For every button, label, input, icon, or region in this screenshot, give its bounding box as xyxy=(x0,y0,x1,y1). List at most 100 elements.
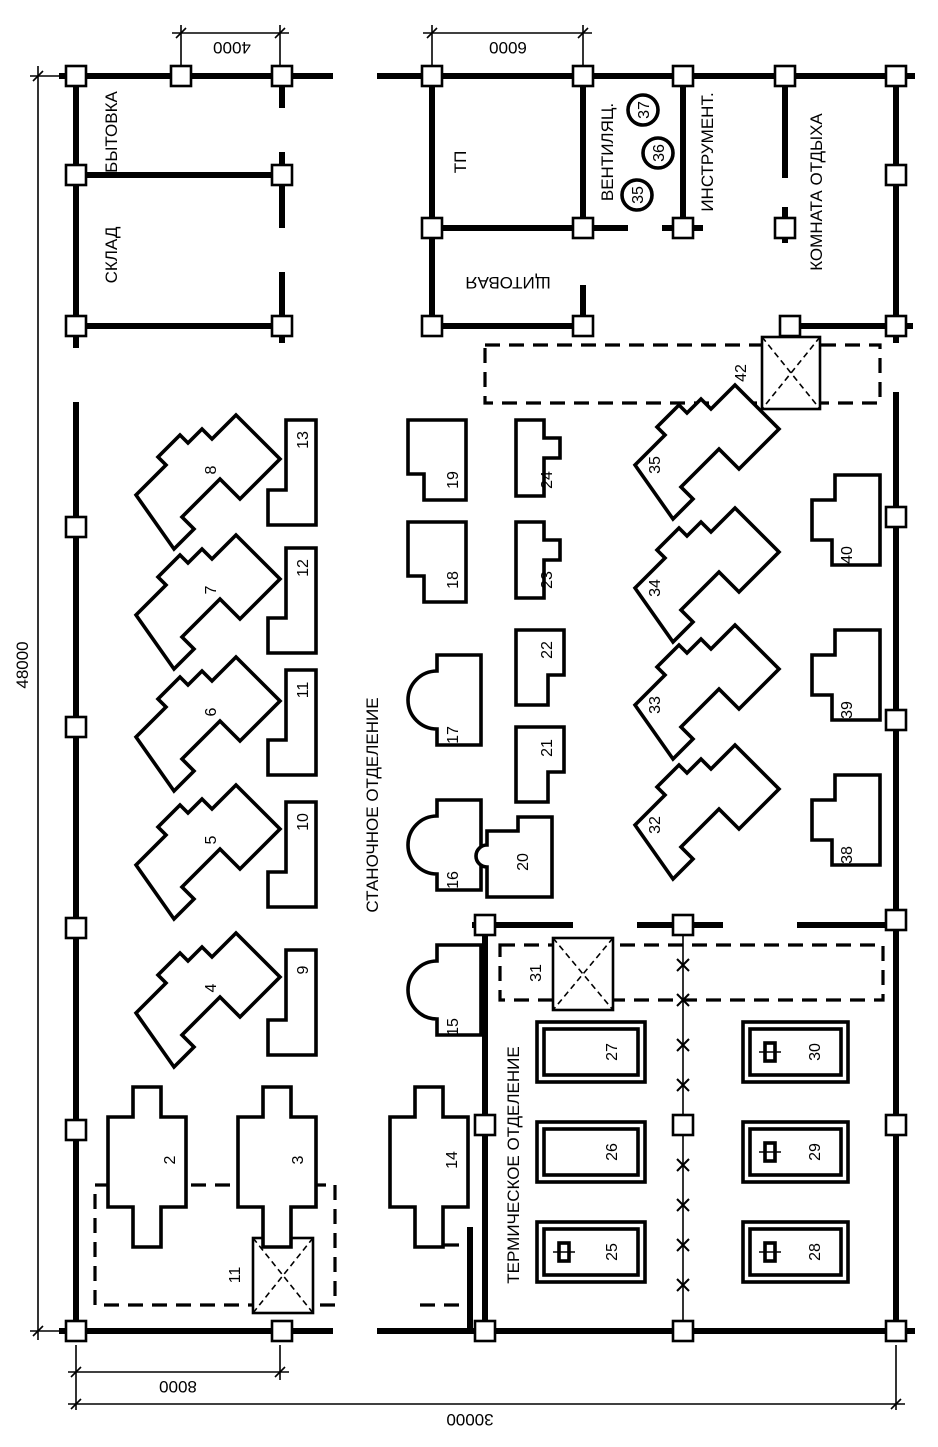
furnace-26 xyxy=(535,1120,647,1184)
label-shchitovaya: ЩИТОВАЯ xyxy=(465,273,550,292)
column xyxy=(884,163,908,187)
machine-18 xyxy=(406,520,468,604)
equipment-label-14: 14 xyxy=(444,1151,461,1169)
crane-42: 42 xyxy=(733,335,822,411)
equipment-label-25: 25 xyxy=(604,1243,621,1261)
machine-40 xyxy=(810,628,882,722)
equipment-label-30: 30 xyxy=(807,1043,824,1061)
column xyxy=(884,1113,908,1137)
machine-33 xyxy=(632,622,782,762)
column xyxy=(884,708,908,732)
column xyxy=(420,64,444,88)
machine-39 xyxy=(810,773,882,867)
label-stanochnoe: СТАНОЧНОЕ ОТДЕЛЕНИЕ xyxy=(363,697,382,912)
column xyxy=(473,1113,497,1137)
equipment-label-38: 38 xyxy=(839,846,856,864)
column xyxy=(64,314,88,338)
label-termicheskoe: ТЕРМИЧЕСКОЕ ОТДЕЛЕНИЕ xyxy=(504,1046,523,1283)
equipment-label-6: 6 xyxy=(203,707,220,716)
crane-31: 31 xyxy=(528,936,615,1012)
column xyxy=(64,163,88,187)
column xyxy=(64,1319,88,1343)
column xyxy=(671,216,695,240)
column xyxy=(64,515,88,539)
column xyxy=(270,64,294,88)
column xyxy=(64,715,88,739)
column xyxy=(773,216,797,240)
equipment-label-10: 10 xyxy=(295,813,312,831)
equipment-label-33: 33 xyxy=(647,696,664,714)
building-columns xyxy=(64,64,908,1343)
label-tp: ТП xyxy=(451,151,470,174)
column xyxy=(778,314,802,338)
machine-15 xyxy=(406,943,483,1037)
equipment-label-21: 21 xyxy=(539,739,556,757)
machine-11 xyxy=(266,668,318,777)
furnace-25 xyxy=(535,1220,647,1284)
machine-34 xyxy=(632,505,782,645)
column xyxy=(884,1319,908,1343)
ventilator-37 xyxy=(626,93,660,127)
equipment-label-15: 15 xyxy=(445,1018,462,1036)
dim-bottom-30000: 30000 xyxy=(446,1410,493,1429)
machine-6 xyxy=(133,654,283,794)
equipment-label-26: 26 xyxy=(604,1143,621,1161)
equipment-label-7: 7 xyxy=(203,585,220,594)
column xyxy=(571,216,595,240)
machine-4 xyxy=(133,930,283,1070)
column xyxy=(270,314,294,338)
column xyxy=(884,908,908,932)
column xyxy=(64,1118,88,1142)
equipment-label-20: 20 xyxy=(515,853,532,871)
column xyxy=(671,913,695,937)
machine-2 xyxy=(106,1085,188,1249)
dim-top-right-6000: 6000 xyxy=(489,38,527,57)
equipment-label-4: 4 xyxy=(203,983,220,992)
machine-9 xyxy=(266,948,318,1057)
equipment-label-19: 19 xyxy=(445,471,462,489)
furnace-28 xyxy=(741,1220,850,1284)
column xyxy=(420,314,444,338)
equipment-label-40: 40 xyxy=(839,546,856,564)
equipment-label-3: 3 xyxy=(290,1155,307,1164)
label-sklad: СКЛАД xyxy=(102,226,121,283)
label-bytovka: БЫТОВКА xyxy=(102,91,121,173)
equipment-label-2: 2 xyxy=(162,1155,179,1164)
machine-35 xyxy=(632,382,782,522)
column xyxy=(773,64,797,88)
label-ventilyats: ВЕНТИЛЯЦ. xyxy=(598,103,617,201)
equipment-label-29: 29 xyxy=(807,1143,824,1161)
room-labels: СКЛАД БЫТОВКА ТП ЩИТОВАЯ ВЕНТИЛЯЦ. ИНСТР… xyxy=(102,91,826,1284)
equipment-label-11: 11 xyxy=(295,682,312,699)
dim-top-left-4000: 4000 xyxy=(213,38,251,57)
column xyxy=(671,1319,695,1343)
label-instrument: ИНСТРУМЕНТ. xyxy=(698,92,717,211)
dim-left-48000: 48000 xyxy=(13,641,32,688)
equipment-label-16: 16 xyxy=(445,871,462,889)
column xyxy=(884,64,908,88)
machine-19 xyxy=(406,418,468,502)
machine-22 xyxy=(514,628,566,707)
crane-label-11: 11 xyxy=(227,1267,244,1284)
equipment-label-27: 27 xyxy=(604,1043,621,1061)
equipment-label-23: 23 xyxy=(539,571,556,589)
machine-14 xyxy=(388,1085,470,1249)
machine-17 xyxy=(406,653,483,747)
equipment-label-22: 22 xyxy=(539,641,556,659)
machine-16 xyxy=(406,798,483,892)
column xyxy=(169,64,193,88)
equipment-label-35: 35 xyxy=(630,186,647,204)
furnace-27 xyxy=(535,1020,647,1084)
column xyxy=(64,64,88,88)
machine-24 xyxy=(514,418,562,498)
furnace-29 xyxy=(741,1120,850,1184)
machine-13 xyxy=(266,418,318,527)
equipment-label-24: 24 xyxy=(539,471,556,489)
equipment-label-28: 28 xyxy=(807,1243,824,1261)
column xyxy=(884,314,908,338)
label-komnata-otdykha: КОМНАТА ОТДЫХА xyxy=(807,113,826,271)
column xyxy=(571,64,595,88)
column xyxy=(671,1113,695,1137)
